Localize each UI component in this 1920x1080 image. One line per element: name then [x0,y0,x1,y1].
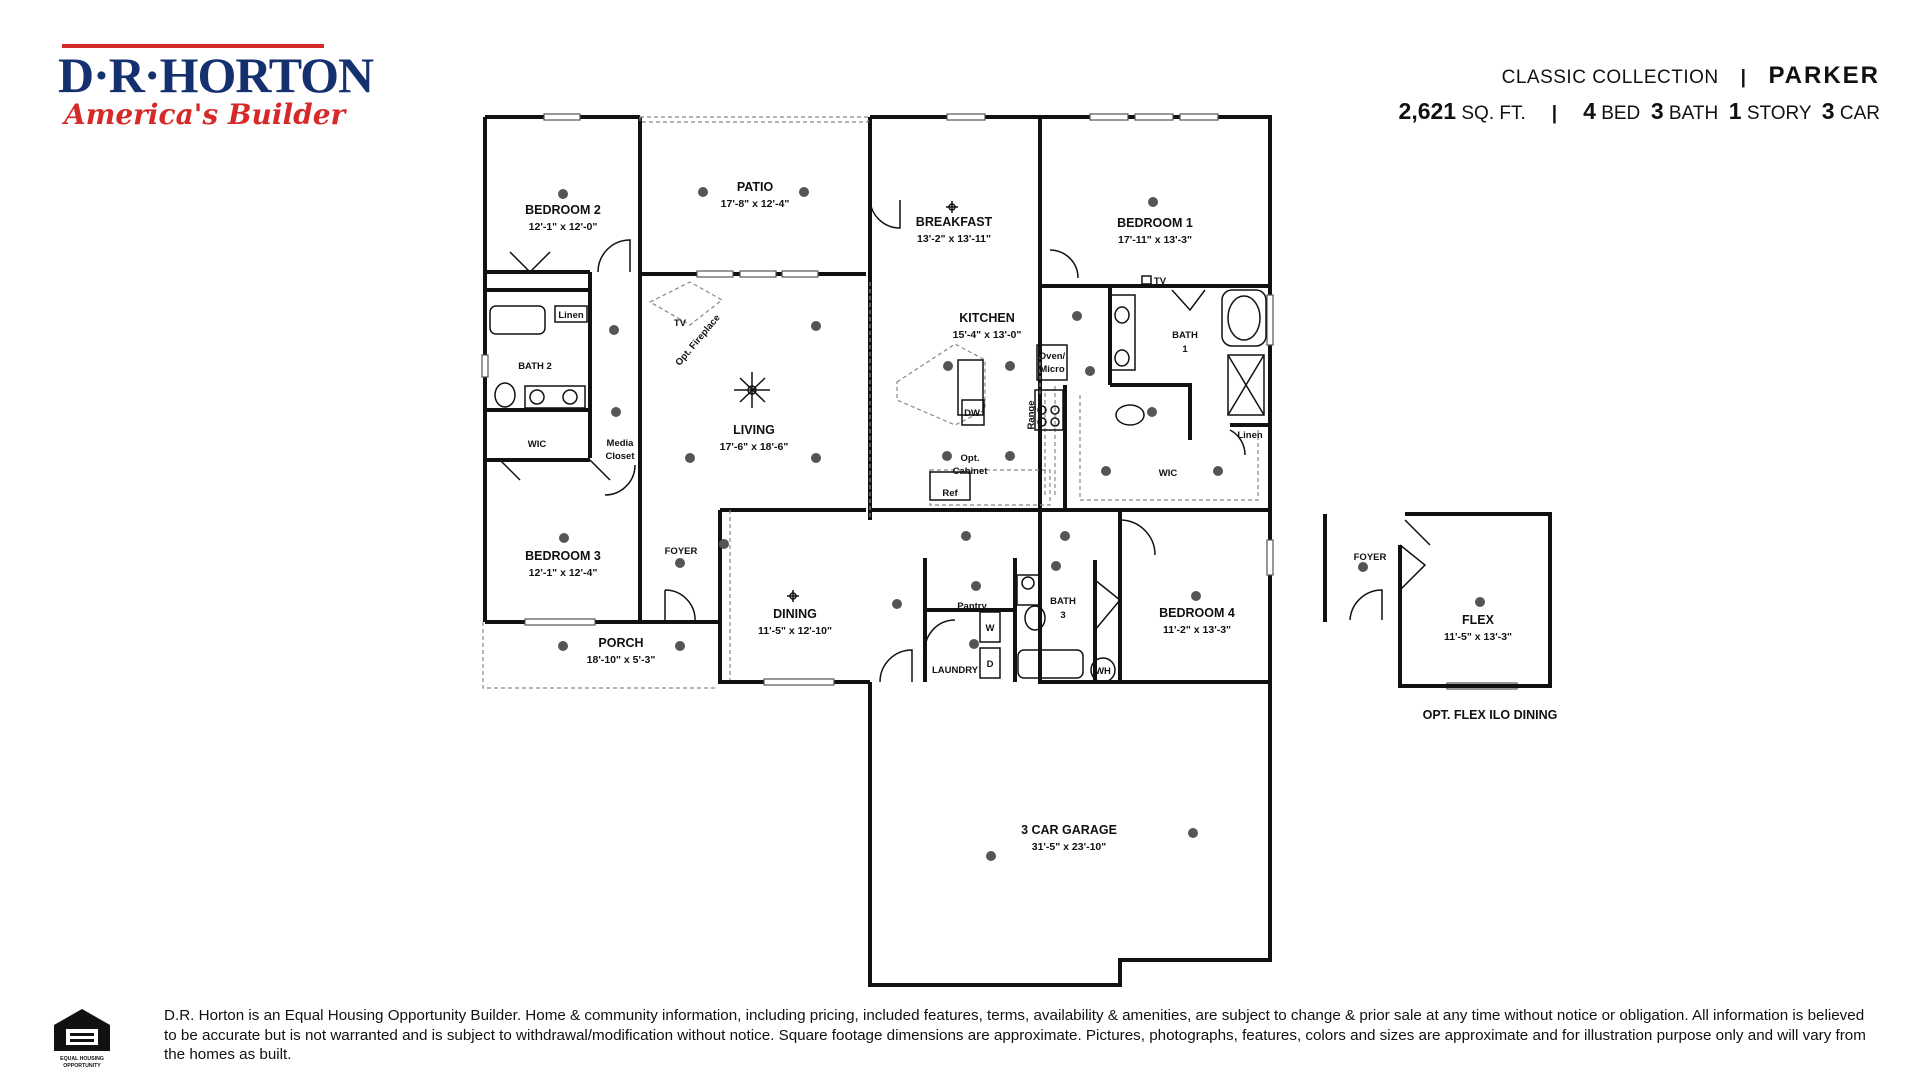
laundry-label: LAUNDRY [932,665,979,676]
media-label-2: Closet [605,451,635,462]
equal-housing-icon: EQUAL HOUSING OPPORTUNITY [54,1009,110,1069]
pendant-light-icon [787,201,958,602]
plan-name: PARKER [1768,62,1880,89]
specs-separator: | [1551,103,1558,124]
beds-unit: BED [1601,103,1641,124]
bedroom4-dim: 11'-2" x 13'-3" [1163,624,1231,636]
flex-caption: OPT. FLEX ILO DINING [1423,708,1558,722]
baths-unit: BATH [1668,103,1719,124]
collection-name: CLASSIC COLLECTION [1501,67,1719,88]
dining-dim: 11'-5" x 12'-10" [758,625,832,637]
collection-row: CLASSIC COLLECTION | PARKER [1399,62,1880,90]
sqft-value: 2,621 [1398,98,1457,124]
exterior-walls [483,115,1272,987]
logo-rule [62,44,324,48]
opt-cabinet-label-2: Cabinet [953,466,989,477]
pantry-label: Pantry [957,601,987,612]
garage-dim: 31'-5" x 23'-10" [1032,841,1107,853]
header-separator: | [1740,67,1747,88]
brand-logo: D·R·HORTON America's Builder [58,44,374,136]
flex-name: FLEX [1462,613,1495,627]
baths-value: 3 [1650,98,1664,124]
dryer-label: D [987,659,994,670]
svg-text:OPPORTUNITY: OPPORTUNITY [63,1063,101,1069]
bedroom3-name: BEDROOM 3 [525,549,601,563]
patio-dim: 17'-8" x 12'-4" [721,198,790,210]
bath3-label-1: BATH [1050,596,1076,607]
sqft-unit: SQ. FT. [1461,103,1526,124]
beds-value: 4 [1583,98,1596,124]
dining-name: DINING [773,607,817,621]
dashed-features [482,116,1259,689]
bath1-label-2: 1 [1182,344,1188,355]
dw-label: DW [964,408,980,419]
kitchen-dim: 15'-4" x 13'-0" [953,329,1022,341]
flex-option [1323,512,1552,688]
bedroom4-name: BEDROOM 4 [1159,606,1235,620]
bedroom2-name: BEDROOM 2 [525,203,601,217]
tv-label: TV [674,318,687,329]
linen-label: Linen [558,310,584,321]
bath3-label-2: 3 [1060,610,1065,621]
oven-label-1: Oven/ [1039,351,1066,362]
bath2-label: BATH 2 [518,361,552,372]
logo-wordmark: D·R·HORTON [58,47,374,103]
doors [499,199,1246,683]
kitchen-name: KITCHEN [959,311,1015,325]
porch-dim: 18'-10" x 5'-3" [587,654,656,666]
windows [481,113,1518,690]
garage-name: 3 CAR GARAGE [1021,823,1117,837]
flex-foyer-label: FOYER [1354,552,1387,563]
room-labels: BEDROOM 2 12'-1" x 12'-0" PATIO 17'-8" x… [525,180,1512,853]
stories-value: 1 [1728,98,1742,124]
logo-tagline: America's Builder [64,98,346,131]
stories-unit: STORY [1746,103,1812,124]
ceiling-lights [558,187,1485,861]
oven-label-2: Micro [1039,364,1065,375]
bedroom3-dim: 12'-1" x 12'-4" [529,567,598,579]
living-name: LIVING [733,423,775,437]
fixtures [489,275,1267,683]
range-label: Range [1026,400,1037,429]
cars-value: 3 [1821,98,1835,124]
bath1-label-1: BATH [1172,330,1198,341]
wic-label: WIC [528,439,547,450]
media-label-1: Media [607,438,635,449]
flex-dim: 11'-5" x 13'-3" [1444,631,1512,643]
plan-header: CLASSIC COLLECTION | PARKER 2,621 SQ. FT. |… [1399,62,1880,125]
breakfast-name: BREAKFAST [916,215,993,229]
ref-label: Ref [942,488,958,499]
foyer-label: FOYER [665,546,698,557]
water-heater-label: WH [1095,666,1111,677]
specs-row: 2,621 SQ. FT. | 4 BED 3 BATH 1 STORY 3 CAR [1399,98,1880,125]
bedroom2-dim: 12'-1" x 12'-0" [529,221,598,233]
porch-name: PORCH [598,636,643,650]
bath1-wic-label: WIC [1159,468,1178,479]
living-dim: 17'-6" x 18'-6" [720,441,789,453]
svg-text:EQUAL HOUSING: EQUAL HOUSING [60,1056,104,1062]
bedroom1-name: BEDROOM 1 [1117,216,1193,230]
ceiling-fan-icon [734,372,770,408]
bedroom1-dim: 17'-11" x 13'-3" [1118,234,1192,246]
disclaimer-text: D.R. Horton is an Equal Housing Opportun… [164,1007,1866,1063]
opt-cabinet-label-1: Opt. [961,453,980,464]
bath1-linen-label: Linen [1237,430,1263,441]
bedroom1-tv-label: TV [1154,276,1167,287]
patio-name: PATIO [737,180,774,194]
breakfast-dim: 13'-2" x 13'-11" [917,233,991,245]
washer-label: W [986,623,995,634]
cars-unit: CAR [1839,103,1880,124]
